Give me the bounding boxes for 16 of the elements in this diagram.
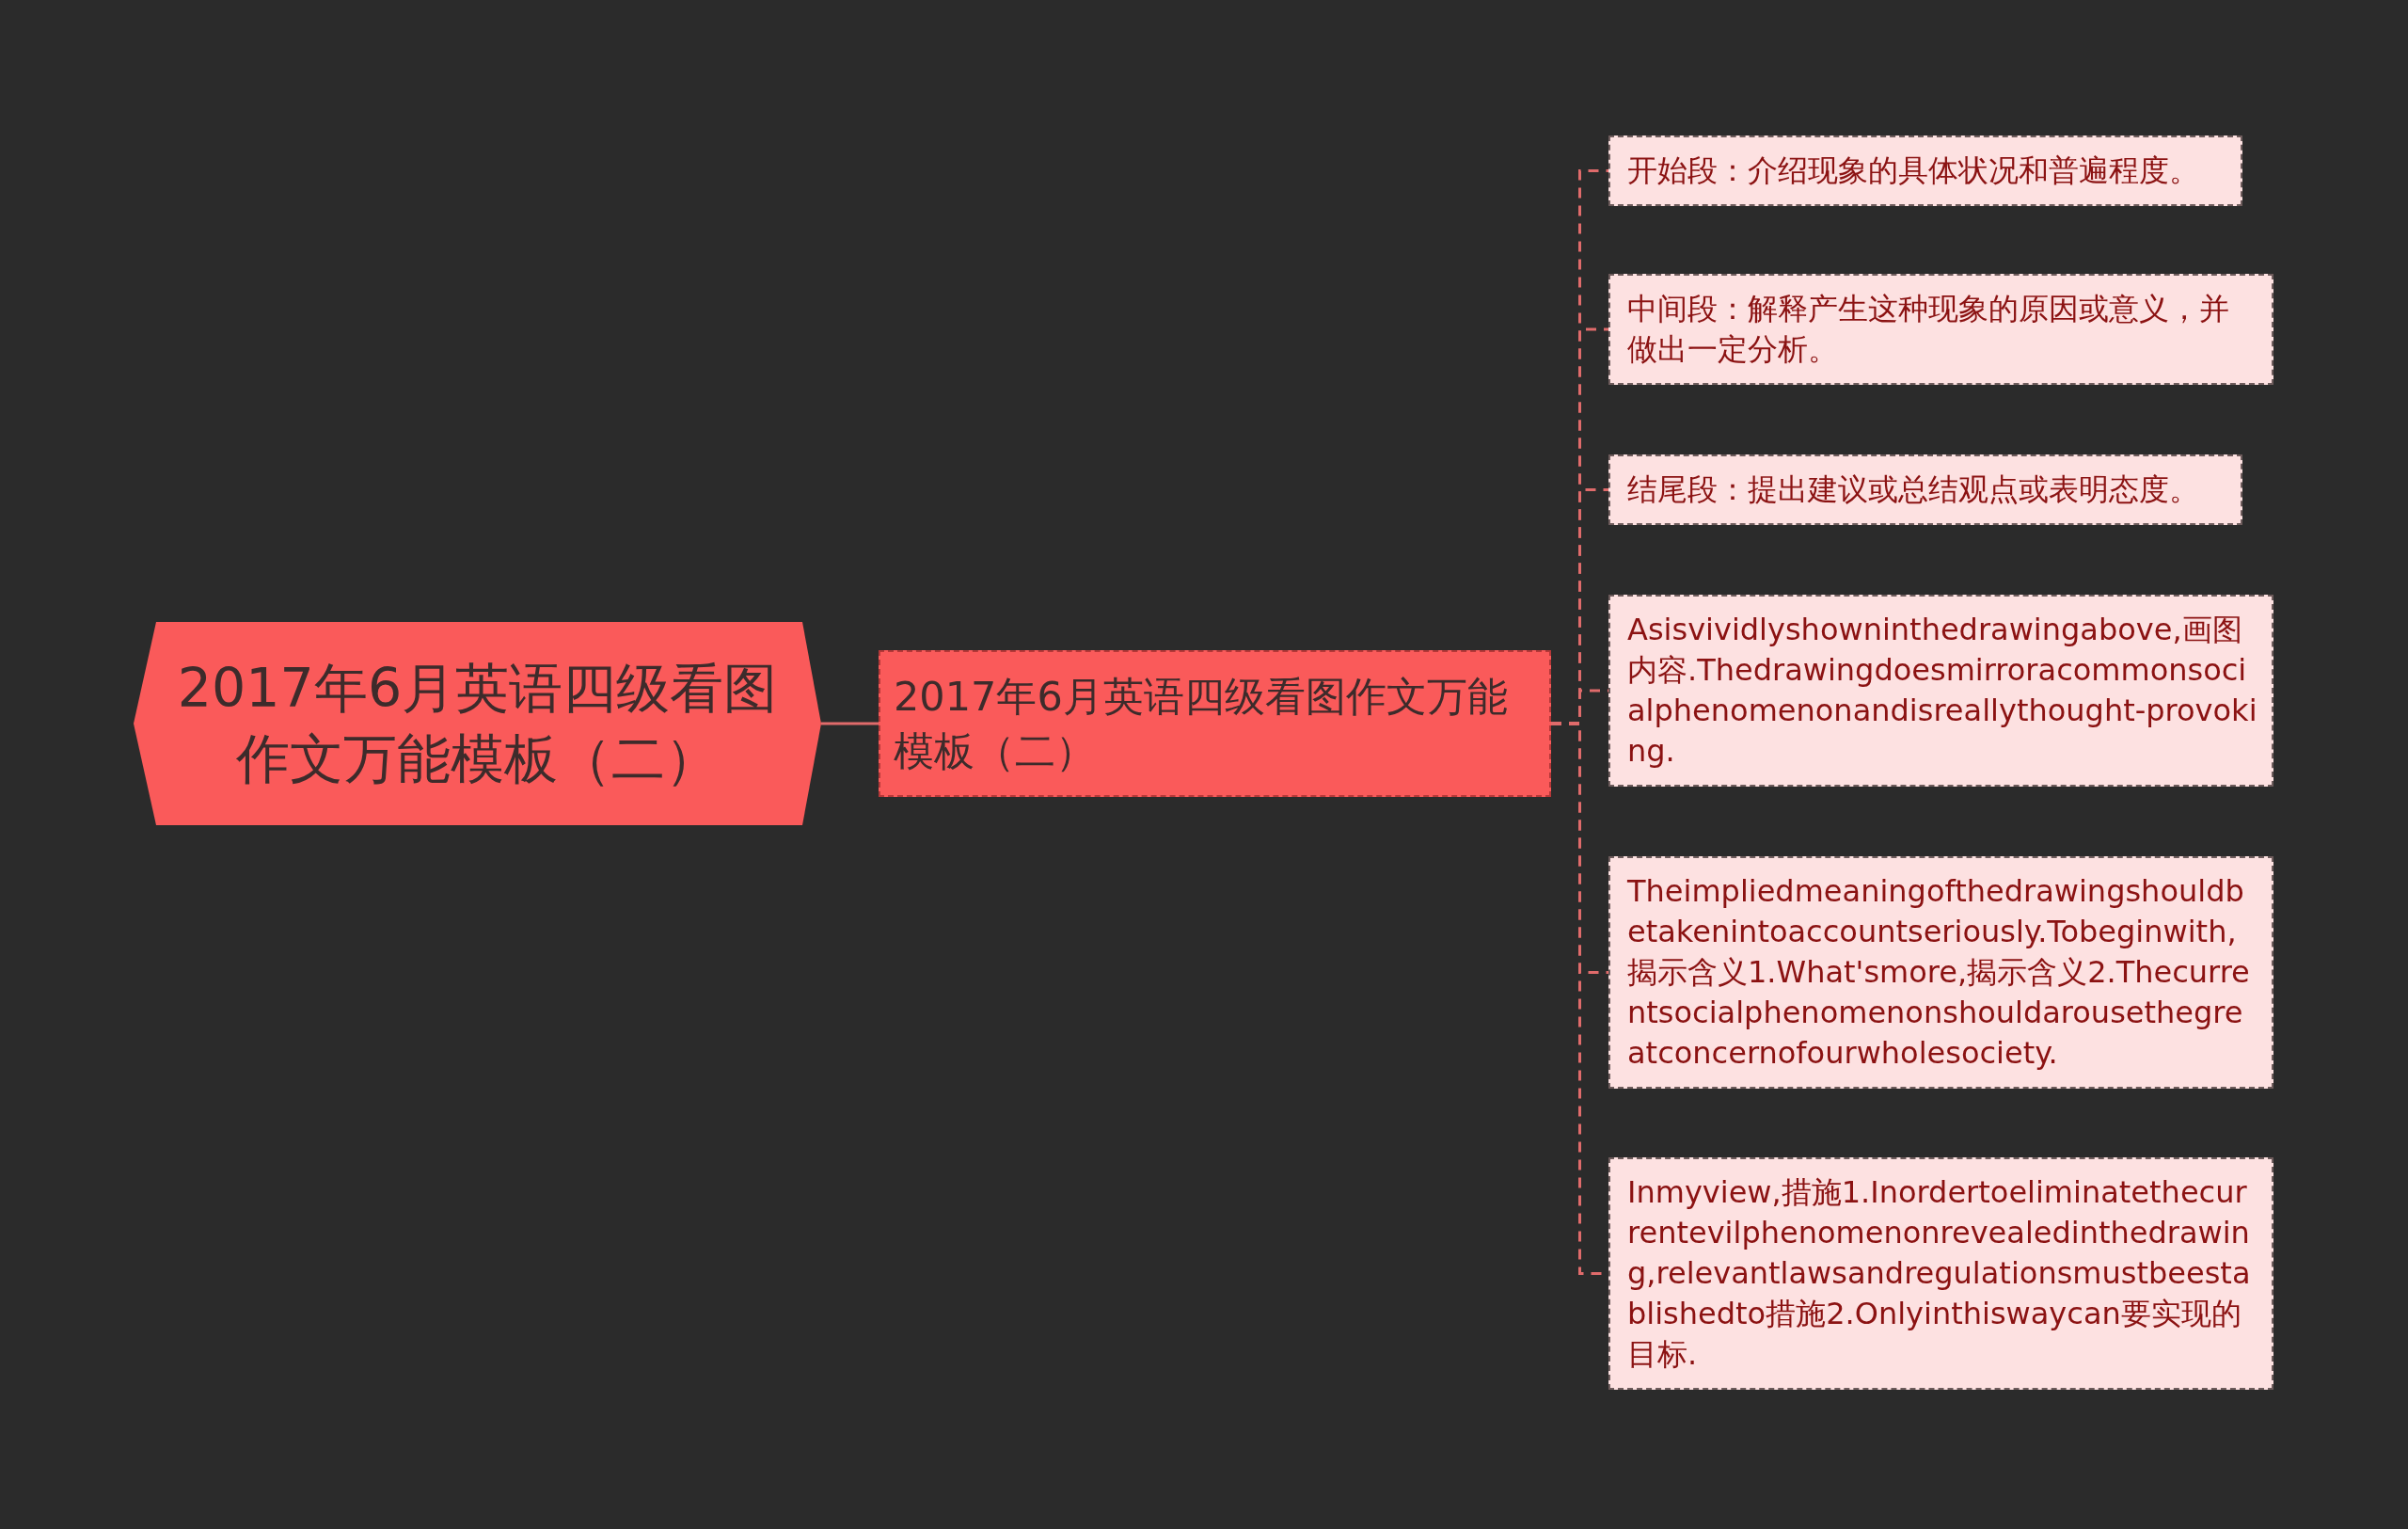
note-text: Inmyview,措施1.Inordertoeliminatethecurrentevilphenomenonrevealedinthedrawing,relevantlawsandregulationsmustbeestablishedto措施2.Onlyinthiswaycan要实现的目标. bbox=[1627, 1173, 2252, 1374]
connector-line bbox=[821, 722, 879, 725]
note-text: 开始段：介绍现象的具体状况和普遍程度。 bbox=[1627, 151, 2200, 190]
note-box bbox=[1608, 595, 2273, 787]
note-box bbox=[1608, 454, 2242, 525]
topic-title: 2017年6月英语四级看图作文万能模板（二） bbox=[176, 656, 779, 791]
note-box bbox=[1608, 274, 2273, 385]
note-text: 结尾段：提出建议或总结观点或表明态度。 bbox=[1627, 470, 2200, 509]
subtopic-text: 2017年6月英语四级看图作文万能模板（二） bbox=[894, 672, 1509, 776]
note-box bbox=[1608, 1157, 2273, 1390]
subtopic-box bbox=[879, 650, 1551, 797]
note-box bbox=[1608, 856, 2273, 1089]
note-text: 中间段：解释产生这种现象的原因或意义，并做出一定分析。 bbox=[1627, 290, 2230, 369]
note-text: Asisvividlyshowninthedrawingabove,画图内容.Thedrawingdoesmirroracommonsocialphenomenonandisreallythought-provoking. bbox=[1627, 611, 2258, 771]
note-box bbox=[1608, 135, 2242, 206]
note-text: Theimpliedmeaningofthedrawingshouldbetakenintoaccountseriously.Tobeginwith,揭示含义1.What'smore,揭示含义2.Thecurrentsocialphenomenonshouldarousethegreatconcernofourwholesociety. bbox=[1627, 872, 2251, 1073]
